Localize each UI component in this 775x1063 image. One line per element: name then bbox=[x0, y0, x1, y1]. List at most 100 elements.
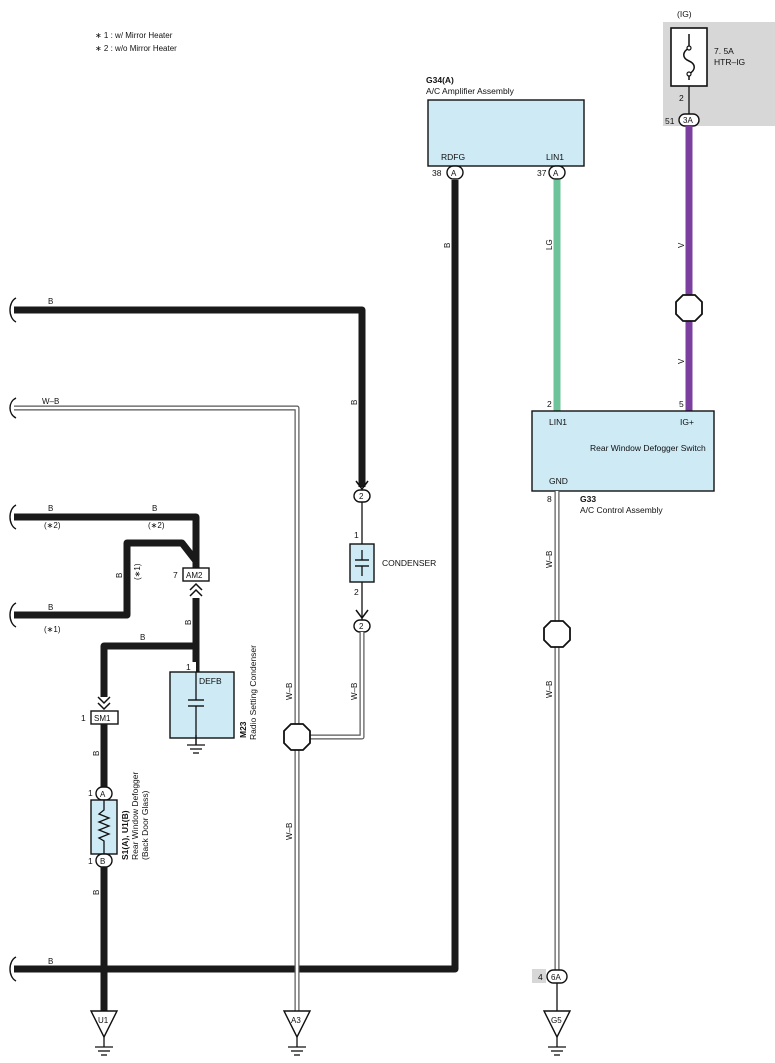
wire-v-label: V bbox=[677, 242, 686, 248]
radio-condenser-name: Radio Setting Condenser bbox=[248, 645, 258, 740]
amplifier-pin-rdfg: RDFG bbox=[441, 152, 465, 162]
radio-condenser-pin-label: DEFB bbox=[199, 676, 222, 686]
wire-b-u1-label: B bbox=[92, 890, 101, 895]
amplifier-code: G34(A) bbox=[426, 75, 454, 85]
wire-b-star1-label: B bbox=[48, 603, 53, 612]
switch-title: Rear Window Defogger Switch bbox=[590, 443, 706, 453]
ground-icon bbox=[94, 1036, 114, 1056]
switch-pin-num-8: 8 bbox=[547, 494, 552, 504]
sm1-pin-num: 1 bbox=[81, 713, 86, 723]
wire-b-top-label: B bbox=[48, 297, 53, 306]
amplifier-pin-num-37: 37 bbox=[537, 168, 547, 178]
wire-break-icon bbox=[9, 602, 17, 628]
svg-text:2: 2 bbox=[359, 492, 364, 501]
condenser-pin-top: 1 bbox=[354, 530, 359, 540]
arrow-up-icon bbox=[189, 582, 203, 591]
svg-text:A: A bbox=[553, 169, 559, 178]
amplifier-pin-num-38: 38 bbox=[432, 168, 442, 178]
amplifier-name: A/C Amplifier Assembly bbox=[426, 86, 515, 96]
splice-point-v bbox=[675, 294, 703, 322]
fuse-jc-num: 51 bbox=[665, 116, 675, 126]
ground-g5-label: G5 bbox=[551, 1016, 562, 1025]
fuse-name: HTR–IG bbox=[714, 57, 745, 67]
fuse-jc-conn: 3A bbox=[683, 116, 693, 125]
defogger-location: (Back Door Glass) bbox=[140, 790, 150, 860]
wire-wb-right-label-lower: W–B bbox=[545, 681, 554, 698]
wire-star2-note: (∗2) bbox=[44, 521, 61, 530]
amplifier-pin-lin1: LIN1 bbox=[546, 152, 564, 162]
amplifier-box bbox=[427, 99, 585, 167]
wire-wb-left-label: W–B bbox=[285, 683, 294, 700]
ground-g5-triangle bbox=[542, 1010, 572, 1039]
fuse-pin-num: 2 bbox=[679, 93, 684, 103]
svg-text:B: B bbox=[100, 857, 105, 866]
defogger-pin-b-num: 1 bbox=[88, 856, 93, 866]
wire-star1-note: (∗1) bbox=[44, 625, 61, 634]
wire-wb-left-label-lower: W–B bbox=[285, 823, 294, 840]
fuse-rating: 7. 5A bbox=[714, 46, 734, 56]
wire-star1-vert-note: (∗1) bbox=[133, 563, 142, 580]
switch-pin-gnd: GND bbox=[549, 476, 568, 486]
wire-b-star1-vert-label: B bbox=[115, 573, 124, 578]
wire-b-star2-label-right: B bbox=[152, 504, 157, 513]
wire-break-icon bbox=[9, 397, 17, 419]
radio-condenser-box bbox=[169, 671, 235, 739]
wire-b-star2 bbox=[14, 513, 200, 568]
ground-jc-num: 4 bbox=[538, 972, 543, 982]
ground-icon bbox=[547, 1036, 567, 1056]
ground-a3-label: A3 bbox=[291, 1016, 301, 1025]
wire-b-star2-label: B bbox=[48, 504, 53, 513]
wire-break-icon bbox=[9, 504, 17, 530]
switch-pin-igplus: IG+ bbox=[680, 417, 694, 427]
switch-assembly: A/C Control Assembly bbox=[580, 505, 663, 515]
ground-u1-label: U1 bbox=[98, 1016, 109, 1025]
splice-point-wb-right bbox=[543, 620, 571, 648]
ground-a3-triangle bbox=[282, 1010, 312, 1039]
heater-icon bbox=[97, 800, 111, 854]
wire-wb-top-label: W–B bbox=[42, 397, 59, 406]
fuse-group-label: (IG) bbox=[677, 9, 692, 19]
ground-jc-conn: 6A bbox=[551, 973, 561, 982]
ground-icon bbox=[287, 1036, 307, 1056]
wire-b-am2-label: B bbox=[184, 620, 193, 625]
wire-break-icon bbox=[9, 297, 17, 323]
amplifier-conn-a-left bbox=[446, 165, 464, 180]
switch-pin-num-5: 5 bbox=[679, 399, 684, 409]
switch-pin-num-2: 2 bbox=[547, 399, 552, 409]
condenser-pin-bottom: 2 bbox=[354, 587, 359, 597]
wire-b-rdfg bbox=[14, 180, 459, 973]
radio-condenser-code: M23 bbox=[238, 721, 248, 738]
sm1-label: SM1 bbox=[94, 714, 111, 723]
note-mirror-heater: ∗ 1 : w/ Mirror Heater bbox=[95, 31, 173, 40]
am2-label: AM2 bbox=[186, 571, 203, 580]
splice-point-wb-left bbox=[283, 723, 311, 751]
radio-condenser-pin-num: 1 bbox=[186, 662, 191, 672]
arrow-down-icon bbox=[97, 702, 111, 711]
wire-wb-condenser-label: W–B bbox=[350, 683, 359, 700]
wire-b-rdfg-label: B bbox=[443, 243, 452, 248]
fuse-terminal-icon bbox=[686, 71, 692, 77]
defogger-code: S1(A), U1(B) bbox=[120, 810, 130, 860]
wire-break-icon bbox=[9, 956, 17, 982]
arrow-down-icon bbox=[97, 696, 111, 705]
wire-b-star1 bbox=[14, 539, 199, 619]
switch-code: G33 bbox=[580, 494, 596, 504]
arrow-down-icon bbox=[355, 609, 369, 620]
condenser-box bbox=[349, 543, 375, 583]
arrow-down-icon bbox=[355, 480, 369, 491]
arrow-up-icon bbox=[189, 588, 203, 597]
fuse-terminal-icon bbox=[686, 45, 692, 51]
ground-jc-shade bbox=[532, 969, 546, 983]
wire-b-bottom-label: B bbox=[48, 957, 53, 966]
wire-b-top bbox=[14, 306, 366, 487]
svg-text:A: A bbox=[451, 169, 457, 178]
amplifier-conn-a-right bbox=[548, 165, 566, 180]
wire-wb-right-label: W–B bbox=[545, 551, 554, 568]
wire-b-sm1-label: B bbox=[140, 633, 145, 642]
svg-text:2: 2 bbox=[359, 622, 364, 631]
svg-text:A: A bbox=[100, 790, 106, 799]
defogger-name: Rear Window Defogger bbox=[130, 771, 140, 860]
condenser-label: CONDENSER bbox=[382, 558, 436, 568]
defogger-switch-box bbox=[531, 410, 715, 492]
